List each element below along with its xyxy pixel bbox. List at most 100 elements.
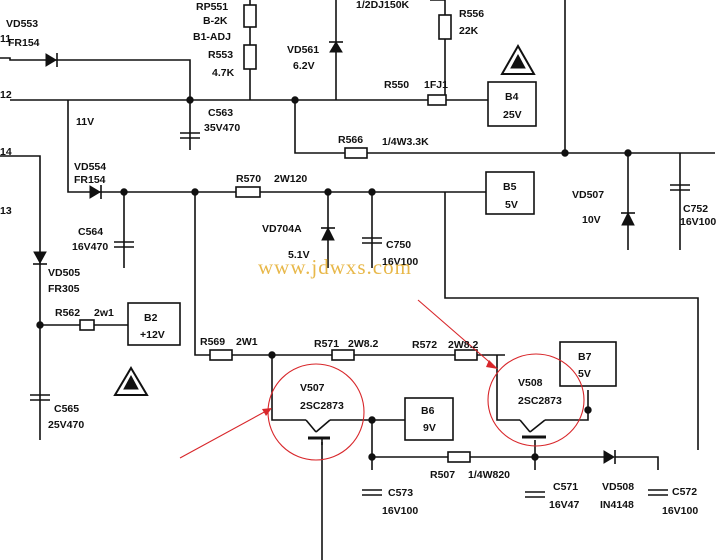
r570-ref: R570 (236, 173, 261, 185)
b2-name: B2 (144, 312, 158, 324)
red-annotations (179, 299, 585, 461)
edge-label-14: 14 (0, 146, 12, 158)
c564-ref: C564 (78, 226, 103, 238)
r571-resistor-symbol (331, 349, 355, 361)
vd561-zener-symbol (329, 41, 343, 53)
c752-value: 16V100 (680, 216, 716, 228)
b5-name: B5 (503, 181, 517, 193)
vd505-ref: VD505 (48, 267, 80, 279)
c572-capacitor-symbol (648, 489, 668, 496)
vd704a-ref: VD704A (262, 223, 302, 235)
r550-resistor-symbol (427, 94, 447, 106)
b4-name: B4 (505, 91, 519, 103)
edge-label-11: 11 (0, 33, 11, 45)
r550-ref: R550 (384, 79, 409, 91)
c571-value: 16V47 (549, 499, 580, 511)
r553-resistor-symbol (243, 44, 257, 70)
v508-ref: V508 (518, 377, 543, 389)
r566-resistor-symbol (344, 147, 368, 159)
r569-value: 2W1 (236, 336, 258, 348)
vd704a-zener-symbol (321, 226, 335, 241)
warning-icon (500, 43, 536, 75)
labels: 11 12 14 13 RP551 B-2K B1-ADJ R553 4.7K … (0, 0, 716, 517)
warning-icon (113, 366, 149, 396)
c750-value: 16V100 (382, 256, 418, 268)
r570-resistor-symbol (235, 186, 261, 198)
r570-value: 2W120 (274, 173, 307, 185)
r566-ref: R566 (338, 134, 363, 146)
c572-value: 16V100 (662, 505, 698, 517)
r507-ref: R507 (430, 469, 455, 481)
c752-ref: C752 (683, 203, 708, 215)
v507-value: 2SC2873 (300, 400, 344, 412)
edge-label-13: 13 (0, 205, 12, 217)
c573-capacitor-symbol (362, 489, 382, 496)
r572-ref: R572 (412, 339, 437, 351)
c573-value: 16V100 (382, 505, 418, 517)
c565-capacitor-symbol (30, 394, 50, 401)
v507-highlight-circle (267, 363, 365, 461)
b2-voltage: +12V (140, 329, 165, 341)
vd507-ref: VD507 (572, 189, 604, 201)
b6-rail-box (404, 397, 454, 441)
vd554-diode-symbol (89, 185, 102, 199)
components (30, 4, 690, 498)
r553-ref: R553 (208, 49, 233, 61)
rp551-value: B-2K (203, 15, 228, 27)
c563-value: 35V470 (204, 122, 240, 134)
vd508-ref: VD508 (602, 481, 634, 493)
r553-value: 4.7K (212, 67, 235, 79)
c564-value: 16V470 (72, 241, 108, 253)
vd561-value: 6.2V (293, 60, 315, 72)
c563-capacitor-symbol (180, 132, 200, 139)
pointer-arrow (179, 409, 269, 459)
rp551-extra: B1-ADJ (193, 31, 231, 43)
vd-top-value: 1/2DJ150K (356, 0, 410, 11)
vd553-value: FR154 (8, 37, 40, 49)
c565-ref: C565 (54, 403, 79, 415)
rp551-potentiometer-symbol (243, 4, 257, 28)
watermark-text: www.jdwxs.com (258, 255, 412, 279)
c752-capacitor-symbol (670, 184, 690, 191)
r572-value: 2W8.2 (448, 339, 479, 351)
vd553-diode-symbol (45, 53, 58, 67)
vd507-value: 10V (582, 214, 601, 226)
v508-transistor-symbol (519, 419, 546, 439)
junctions (36, 96, 632, 461)
v507-ref: V507 (300, 382, 325, 394)
b5-rail-box (485, 171, 535, 215)
c564-capacitor-symbol (114, 241, 134, 248)
r562-value: 2w1 (94, 307, 114, 319)
r550-value: 1FJ1 (424, 79, 448, 91)
rail-boxes (127, 81, 617, 441)
vd505-value: FR305 (48, 283, 80, 295)
c571-capacitor-symbol (525, 491, 545, 498)
b7-rail-box (559, 341, 617, 387)
vd508-value: IN4148 (600, 499, 634, 511)
r571-ref: R571 (314, 338, 339, 350)
r562-ref: R562 (55, 307, 80, 319)
c563-ref: C563 (208, 107, 233, 119)
v11-label: 11V (76, 116, 94, 128)
r572-resistor-symbol (454, 349, 478, 361)
pointer-arrow (417, 299, 495, 367)
b5-voltage: 5V (505, 199, 518, 211)
r556-ref: R556 (459, 8, 484, 20)
rp551-ref: RP551 (196, 1, 228, 13)
r556-resistor-symbol (438, 14, 452, 40)
c565-value: 25V470 (48, 419, 84, 431)
vd554-ref: VD554 (74, 161, 106, 173)
c750-ref: C750 (386, 239, 411, 251)
b6-name: B6 (421, 405, 435, 417)
v507-transistor-symbol (305, 419, 331, 445)
c750-capacitor-symbol (362, 237, 382, 244)
r562-resistor-symbol (79, 319, 95, 331)
b4-rail-box (487, 81, 537, 127)
v508-value: 2SC2873 (518, 395, 562, 407)
vd507-zener-symbol (621, 211, 635, 226)
vd704a-value: 5.1V (288, 249, 310, 261)
vd554-value: FR154 (74, 174, 106, 186)
r507-value: 1/4W820 (468, 469, 510, 481)
